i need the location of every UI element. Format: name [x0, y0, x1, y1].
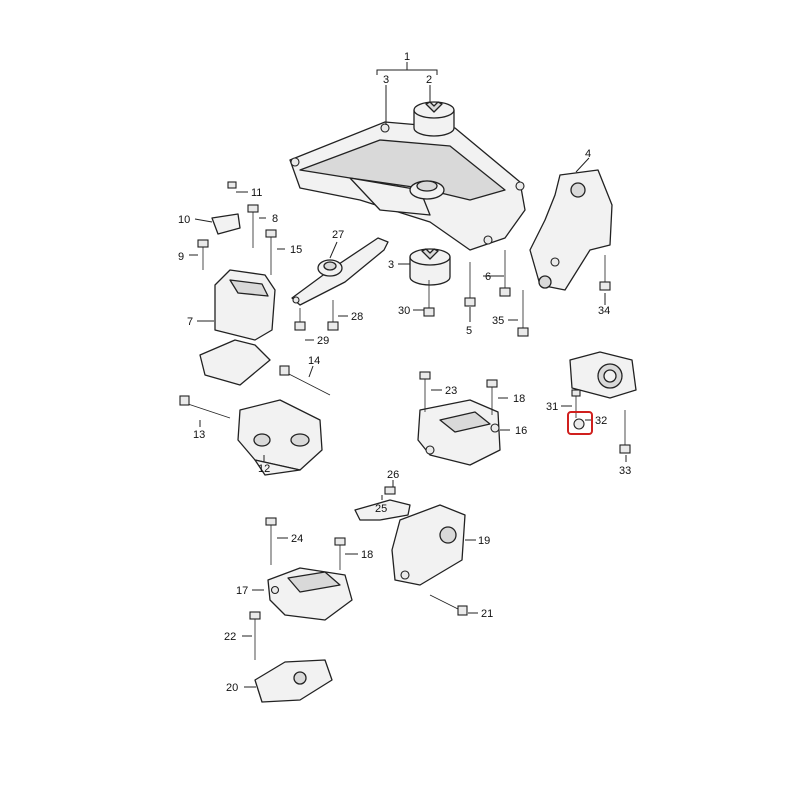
- callout-22: 22: [224, 631, 236, 643]
- bracket-20: [254, 659, 333, 703]
- callout-35: 35: [492, 315, 504, 327]
- callout-1: 1: [404, 51, 410, 63]
- callout-18-lower: 18: [361, 549, 373, 561]
- callout-30: 30: [398, 305, 410, 317]
- mount-17: [267, 567, 353, 621]
- callout-17: 17: [236, 585, 248, 597]
- callout-21: 21: [481, 608, 493, 620]
- callout-14: 14: [308, 355, 320, 367]
- callout-20: 20: [226, 682, 238, 694]
- engine-mount-7: [199, 213, 276, 386]
- callout-32: 32: [595, 415, 607, 427]
- callout-9: 9: [178, 251, 184, 263]
- callout-27: 27: [332, 229, 344, 241]
- callout-3-top: 3: [383, 74, 389, 86]
- bushing-32: [569, 351, 637, 399]
- leader-lines: [189, 62, 627, 688]
- callout-7: 7: [187, 316, 193, 328]
- callout-12: 12: [258, 463, 270, 475]
- callout-31: 31: [546, 401, 558, 413]
- callout-13: 13: [193, 429, 205, 441]
- bracket-19: [354, 499, 466, 586]
- callout-labels: 1 2 3 3 4 5 6 7 8 9 10 11 12 13 14 15 16…: [178, 51, 631, 694]
- bushing-lower: [409, 248, 451, 286]
- bracket-4: [529, 169, 613, 291]
- bolts: [179, 181, 631, 660]
- callout-24: 24: [291, 533, 303, 545]
- callout-16: 16: [515, 425, 527, 437]
- callout-33: 33: [619, 465, 631, 477]
- callout-8: 8: [272, 213, 278, 225]
- torque-rod: [291, 237, 389, 306]
- bushing-top: [413, 101, 455, 137]
- subframe: [289, 121, 526, 251]
- highlight-box: [567, 411, 593, 435]
- callout-2: 2: [426, 74, 432, 86]
- callout-25: 25: [375, 503, 387, 515]
- mount-16: [417, 399, 501, 466]
- callout-11: 11: [251, 187, 262, 199]
- callout-18-upper: 18: [513, 393, 525, 405]
- callout-15: 15: [290, 244, 302, 256]
- callout-4: 4: [585, 148, 591, 160]
- callout-26: 26: [387, 469, 399, 481]
- callout-29: 29: [317, 335, 329, 347]
- callout-6: 6: [485, 271, 491, 283]
- callout-19: 19: [478, 535, 490, 547]
- callout-23: 23: [445, 385, 457, 397]
- callout-28: 28: [351, 311, 363, 323]
- callout-5: 5: [466, 325, 472, 337]
- callout-34: 34: [598, 305, 610, 317]
- transmission-mount-12: [237, 399, 323, 476]
- callout-3-lower: 3: [388, 259, 394, 271]
- callout-10: 10: [178, 214, 190, 226]
